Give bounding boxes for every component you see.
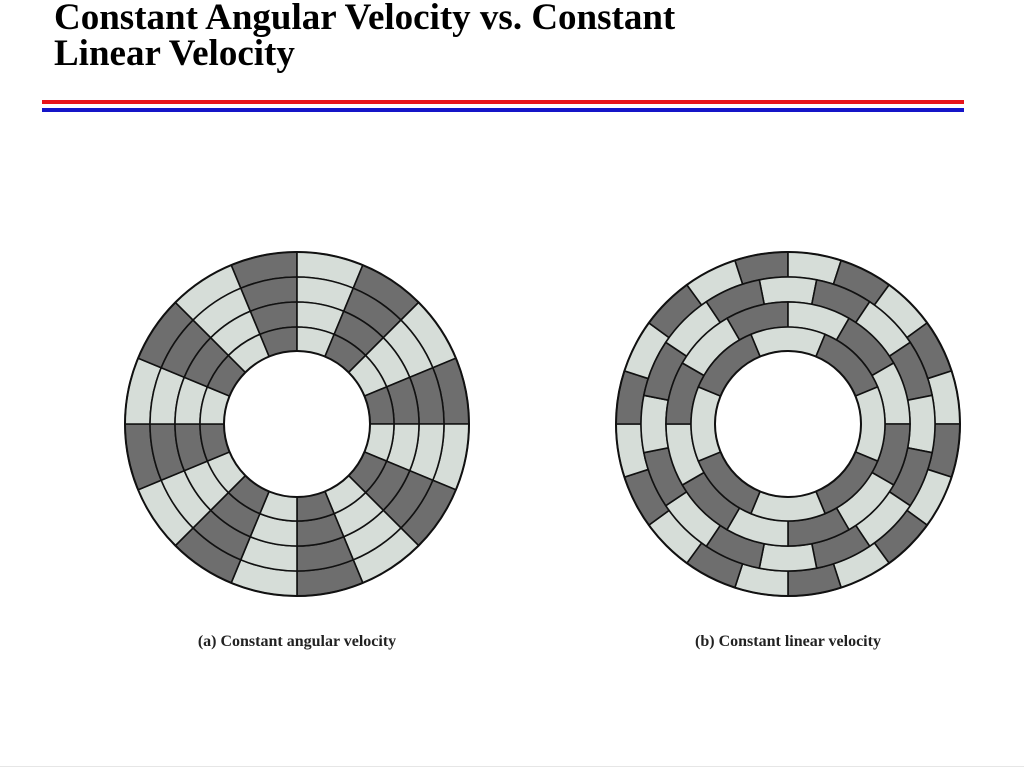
cav-disk-edge: [124, 251, 470, 597]
caption-clv: (b) Constant linear velocity: [695, 633, 881, 650]
cav-spindle-hole: [223, 350, 371, 498]
clv-disk-edge: [615, 251, 961, 597]
clv-spindle-hole: [714, 350, 862, 498]
clv-track-2-sector-9: [758, 542, 818, 572]
clv-track-2-sector-5: [906, 394, 936, 454]
disk-cav-diagram: [124, 251, 470, 597]
footer-line: [0, 766, 1024, 767]
clv-track-2-sector-13: [640, 394, 670, 454]
title-rule-red: [42, 100, 964, 104]
title-line-2: Linear Velocity: [54, 33, 295, 74]
slide-title: Constant Angular Velocity vs. Constant L…: [54, 0, 954, 72]
title-line-1: Constant Angular Velocity vs. Constant: [54, 0, 676, 38]
caption-cav: (a) Constant angular velocity: [197, 633, 397, 650]
clv-track-2-sector-1: [758, 276, 818, 306]
disk-clv-diagram: [615, 251, 961, 597]
title-rule-blue: [42, 108, 964, 112]
